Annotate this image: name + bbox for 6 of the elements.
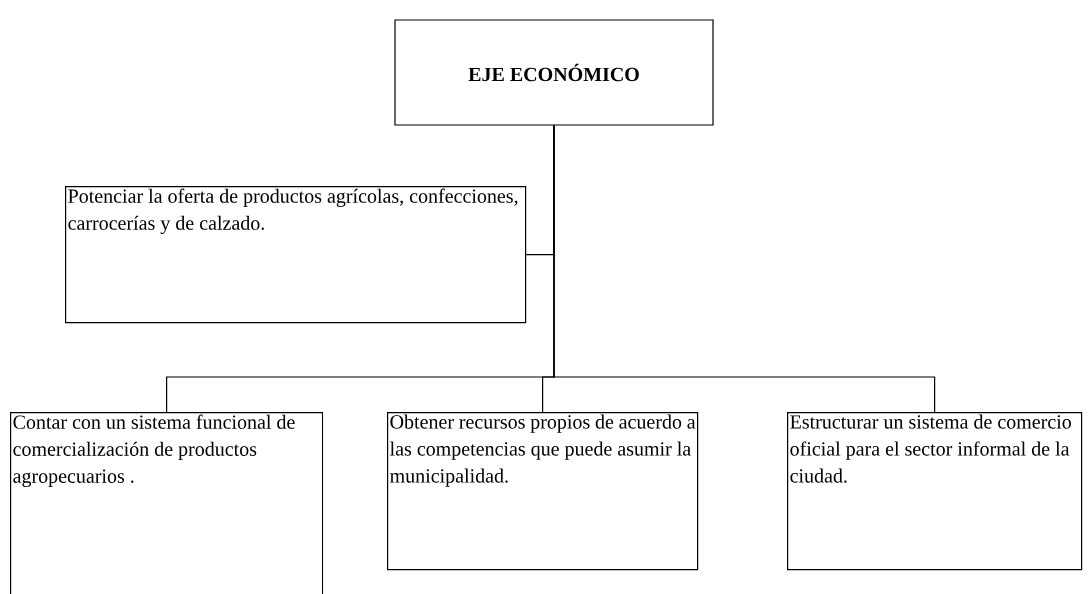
text-box: Estructurar un sistema de comercio oficial para el sector informal de la ciudad. <box>787 412 1083 571</box>
connector-line <box>553 125 936 413</box>
text-box: Potenciar la oferta de productos agrícolas, confecciones, carrocerías y de calzado. <box>65 186 527 324</box>
text-box: Obtener recursos propios de acuerdo a las competencias que puede asumir la municipalidad. <box>387 412 699 571</box>
text-box: Contar con un sistema funcional de comercialización de productos agropecuarios . <box>10 412 324 594</box>
text-box: EJE ECONÓMICO <box>394 19 714 126</box>
